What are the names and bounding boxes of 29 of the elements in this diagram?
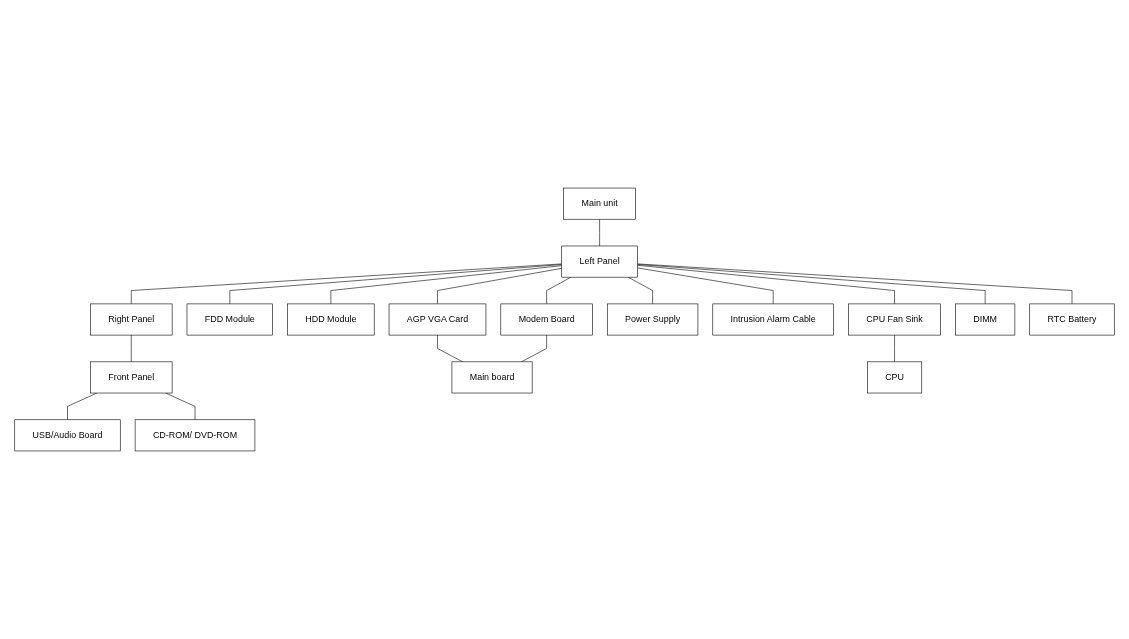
connector <box>130 263 562 305</box>
node-box: Modem Board <box>500 303 593 336</box>
node-box: USB/Audio Board <box>14 419 121 452</box>
connector <box>637 263 1073 305</box>
node-box: CD-ROM/ DVD-ROM <box>134 419 256 452</box>
node-box: Main unit <box>563 187 636 220</box>
node-box: CPU <box>867 361 923 394</box>
connector <box>330 265 562 305</box>
node-box: Front Panel <box>90 361 173 394</box>
connector <box>437 268 562 305</box>
connector <box>229 264 562 305</box>
node-box: DIMM <box>955 303 1016 336</box>
node-box: CPU Fan Sink <box>848 303 941 336</box>
node-box: Right Panel <box>90 303 173 336</box>
connector <box>599 218 600 247</box>
node-box: AGP VGA Card <box>388 303 487 336</box>
node-box: HDD Module <box>287 303 375 336</box>
connector <box>894 334 895 363</box>
connector <box>637 264 986 305</box>
node-box: FDD Module <box>186 303 273 336</box>
connector <box>437 334 463 363</box>
node-box: Left Panel <box>561 245 638 278</box>
node-box: RTC Battery <box>1029 303 1115 336</box>
connector <box>637 265 895 305</box>
node-box: Main board <box>451 361 533 394</box>
connector <box>521 334 547 363</box>
connector <box>546 276 572 305</box>
node-box: Intrusion Alarm Cable <box>712 303 834 336</box>
node-box: Power Supply <box>607 303 699 336</box>
